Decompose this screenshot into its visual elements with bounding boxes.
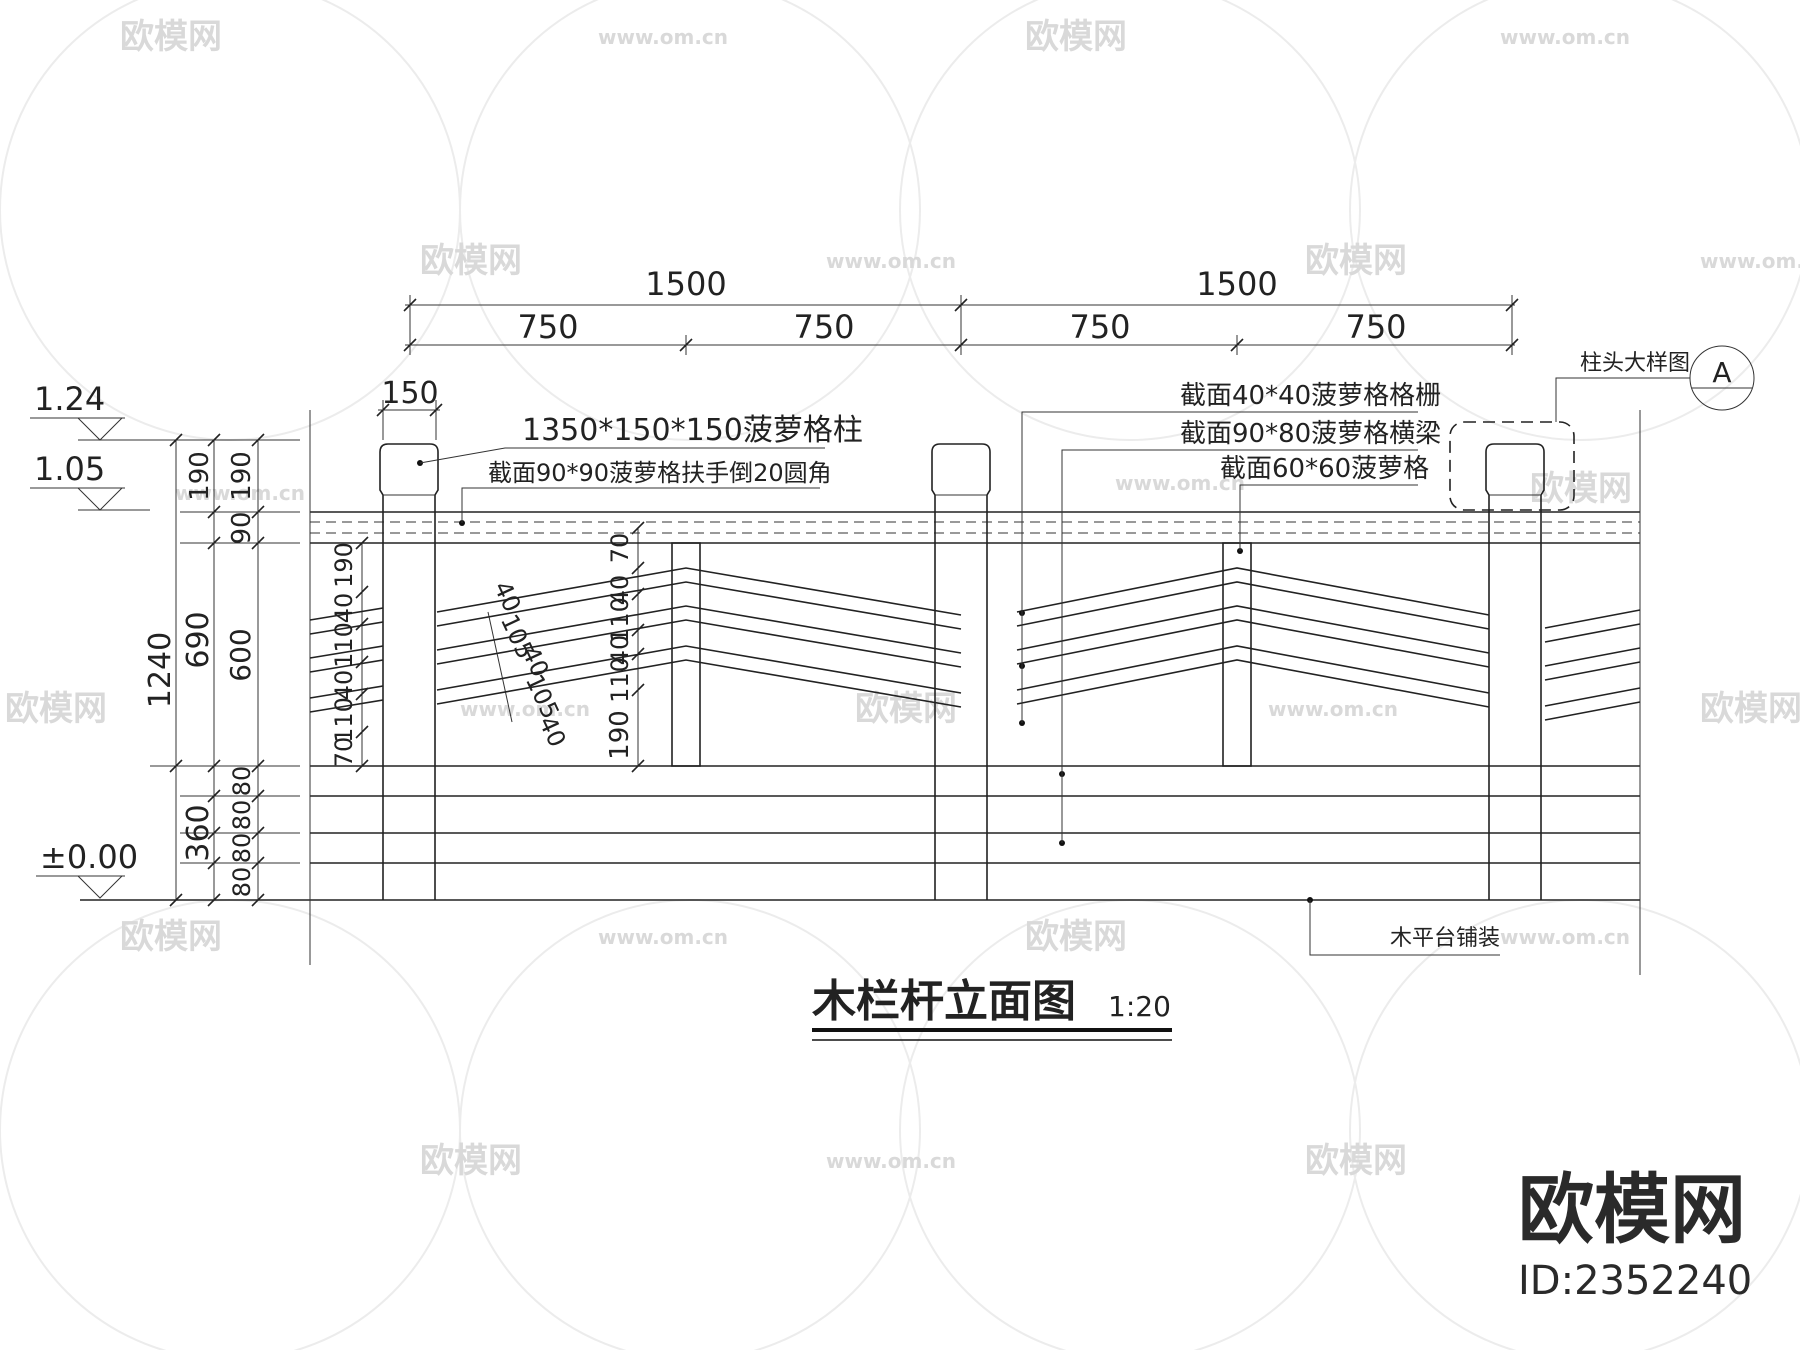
baluster-label: 截面60*60菠萝格 — [1220, 454, 1429, 484]
watermark-brand: 欧模网 — [855, 689, 957, 729]
half-dim-2: 750 — [793, 308, 854, 346]
inner-b-dim-1: 70 — [606, 533, 634, 564]
post-width-dim: 150 — [381, 376, 438, 411]
beam-label: 截面90*80菠萝格横梁 — [1180, 419, 1441, 449]
inner-dimension-mid: 70 40 110 40 110 190 — [605, 521, 645, 773]
drawing-title-block: 木栏杆立面图 1:20 — [812, 976, 1172, 1041]
watermark-texts: 欧模网 www.om.cn 欧模网 www.om.cn 欧模网 www.om.c… — [5, 17, 1800, 1181]
inner-a-dim-1: 190 — [330, 542, 358, 588]
span-dim-1: 1500 — [645, 265, 726, 303]
span-dim-2: 1500 — [1196, 265, 1277, 303]
col2-dim-4: 80 — [228, 766, 256, 797]
top-dimension-chain: 1500 1500 750 750 750 750 150 — [376, 265, 1519, 440]
half-dim-1: 750 — [517, 308, 578, 346]
inner-b-dim-6: 190 — [605, 710, 635, 760]
watermark-site: www.om.cn — [598, 925, 728, 949]
deck-label: 木平台铺装 — [1390, 926, 1500, 951]
brand-name: 欧模网 — [1518, 1165, 1746, 1254]
watermark-site: www.om.cn — [1500, 925, 1630, 949]
brand-stamp: 欧模网 ID:2352240 — [1518, 1165, 1752, 1304]
inner-b-dim-4: 40 — [606, 635, 634, 666]
detail-callout-circle — [1689, 345, 1755, 411]
grille-label: 截面40*40菠萝格格栅 — [1180, 381, 1441, 411]
watermark-brand: 欧模网 — [5, 689, 107, 729]
railing-structure — [80, 410, 1641, 975]
lower-height-dim: 360 — [181, 804, 216, 861]
upper-height-dim: 690 — [181, 611, 216, 668]
level-markers: 1.24 1.05 ±0.00 — [30, 380, 150, 899]
handrail-label: 截面90*90菠萝格扶手倒20圆角 — [488, 459, 832, 487]
watermark-site: www.om.cn — [598, 25, 728, 49]
overall-height-dim: 1240 — [143, 632, 178, 708]
watermark-brand: 欧模网 — [1530, 469, 1632, 509]
annotation-leaders: 1350*150*150菠萝格柱 截面90*90菠萝格扶手倒20圆角 截面40*… — [417, 345, 1755, 956]
half-dim-4: 750 — [1345, 308, 1406, 346]
inner-a-dim-2: 40 — [330, 593, 358, 624]
brand-id: ID:2352240 — [1518, 1258, 1752, 1304]
half-dim-3: 750 — [1069, 308, 1130, 346]
level-handrail: 1.05 — [34, 450, 105, 488]
detail-ref-label: 柱头大样图 — [1580, 351, 1690, 376]
watermark-site: www.om.cn — [1115, 471, 1245, 495]
watermark-site: www.om.cn — [1268, 697, 1398, 721]
col3-dim-2: 90 — [227, 511, 257, 544]
watermark-site: www.om.cn — [826, 249, 956, 273]
level-top: 1.24 — [34, 380, 105, 418]
watermark-brand: 欧模网 — [120, 917, 222, 957]
col2-dim-6: 80 — [228, 833, 256, 864]
col2-dim-5: 80 — [228, 800, 256, 831]
level-ground: ±0.00 — [40, 838, 138, 876]
watermark-brand: 欧模网 — [420, 241, 522, 281]
watermark-site: www.om.cn — [460, 697, 590, 721]
post-2 — [931, 443, 991, 900]
left-dimension-columns: 1240 690 360 190 190 90 600 80 80 80 80 — [143, 433, 300, 907]
watermark-brand: 欧模网 — [1305, 1141, 1407, 1181]
inner-a-dim-4: 40 — [330, 670, 358, 701]
inner-a-dim-6: 70 — [330, 737, 358, 768]
col2-dim-3: 600 — [224, 628, 257, 681]
watermark-brand: 欧模网 — [1305, 241, 1407, 281]
post-3 — [1485, 443, 1545, 900]
inner-dimension-diagonal: 40 105 40 105 40 — [487, 577, 571, 751]
drawing-title: 木栏杆立面图 — [812, 976, 1076, 1027]
inner-b-dim-5: 110 — [606, 657, 634, 703]
watermark-site: www.om.cn — [826, 1149, 956, 1173]
drawing-scale: 1:20 — [1108, 990, 1171, 1023]
inner-a-dim-5: 110 — [330, 697, 358, 743]
watermark-brand: 欧模网 — [1025, 17, 1127, 57]
watermark-brand: 欧模网 — [120, 17, 222, 57]
col2-dim-1: 190 — [185, 451, 215, 501]
col3-dim-1: 190 — [227, 451, 257, 501]
inner-dimension-left: 190 40 110 40 110 70 — [330, 536, 369, 773]
watermark-brand: 欧模网 — [1700, 689, 1800, 729]
watermark-site: www.om.cn — [1500, 25, 1630, 49]
col2-dim-7: 80 — [228, 867, 256, 898]
watermark-site: www.om.cn — [1700, 249, 1800, 273]
watermark-brand: 欧模网 — [420, 1141, 522, 1181]
post-label: 1350*150*150菠萝格柱 — [522, 413, 863, 448]
detail-id: A — [1712, 356, 1731, 389]
post-1 — [379, 443, 439, 900]
watermark-brand: 欧模网 — [1025, 917, 1127, 957]
watermark-site: www.om.cn — [175, 481, 305, 505]
